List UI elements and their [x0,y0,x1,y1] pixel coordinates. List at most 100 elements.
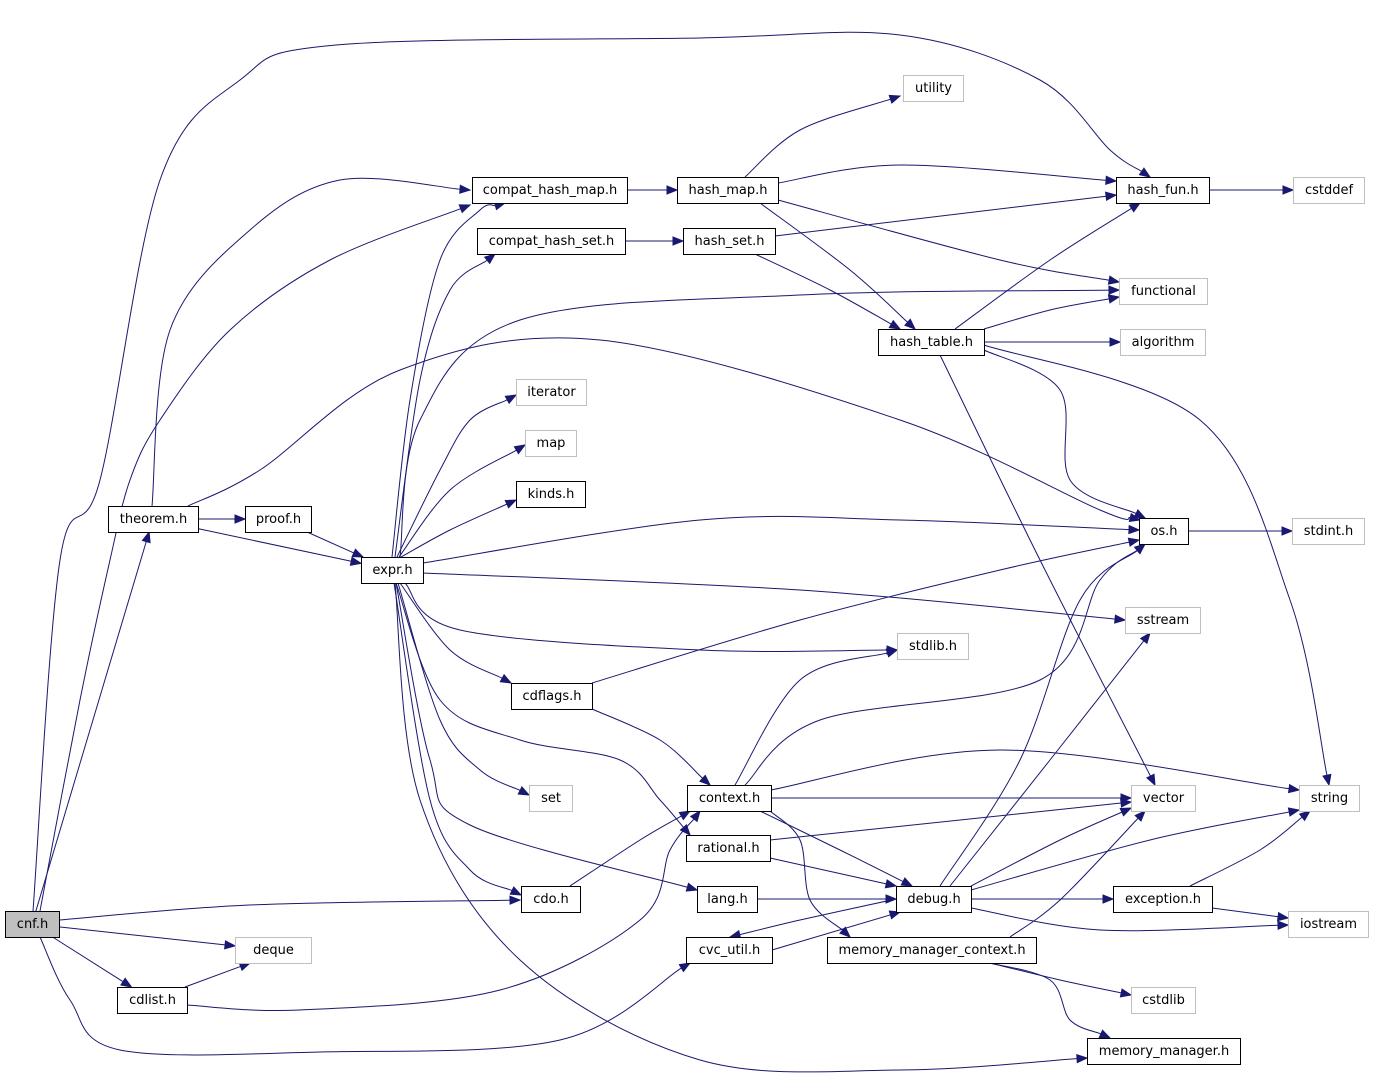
node-hash-table[interactable]: hash_table.h [878,329,985,356]
node-vector: vector [1131,785,1196,812]
edge-line [1189,816,1303,887]
arrowhead-icon [224,940,237,950]
edge-debug-to-cvc-util [728,898,897,940]
node-hash-set[interactable]: hash_set.h [683,228,776,255]
node-cdlist[interactable]: cdlist.h [117,987,188,1014]
edge-context-to-vector [771,793,1133,803]
edge-line [422,515,1130,564]
edge-cnf-to-cdo [58,895,522,921]
node-kinds[interactable]: kinds.h [516,481,586,508]
edge-rational-to-vector [769,798,1133,841]
edge-memory-manager-context-to-vector [1009,810,1146,938]
node-lang[interactable]: lang.h [697,886,758,913]
node-label: map [537,436,566,451]
node-box [897,633,969,660]
arrowhead-icon [1277,920,1290,931]
arrowhead-icon [1102,894,1115,904]
node-map: map [525,430,577,457]
edge-theorem-to-os [187,337,1142,523]
node-cstdlib: cstdlib [1131,987,1196,1014]
edge-line [404,582,888,652]
edge-line [399,582,503,679]
edge-expr-to-os [422,515,1141,564]
edge-expr-to-cdflags [399,582,513,684]
arrowhead-icon [1105,191,1118,201]
edge-expr-to-set [397,582,531,796]
node-box [1113,886,1213,913]
node-os[interactable]: os.h [1139,518,1189,545]
edge-os-to-stdint [1188,526,1294,536]
node-cvc-util[interactable]: cvc_util.h [686,937,773,964]
edge-proof-to-expr [306,531,365,558]
node-memory-manager-context[interactable]: memory_manager_context.h [827,937,1037,964]
node-iterator: iterator [516,379,587,406]
arrowhead-icon [1076,1053,1089,1064]
node-label: iterator [527,385,576,400]
node-box [361,557,424,584]
arrowhead-icon [839,926,851,938]
arrowhead-icon [504,499,518,509]
node-label: debug.h [907,892,960,907]
node-compat-hash-set[interactable]: compat_hash_set.h [477,228,626,255]
node-label: functional [1131,284,1196,299]
arrowhead-icon [458,204,472,214]
edge-line [949,640,1145,887]
node-label: theorem.h [120,512,187,527]
node-box [896,886,972,913]
edge-hash-table-to-os [983,349,1147,519]
edge-hash-set-to-hash-fun [774,191,1118,237]
arrowhead-icon [517,786,531,796]
node-label: compat_hash_map.h [483,183,618,198]
node-label: vector [1143,791,1185,806]
node-box [1288,911,1369,938]
edge-line [939,354,1151,777]
node-compat-hash-map[interactable]: compat_hash_map.h [472,177,628,204]
node-label: cdlist.h [129,993,176,1008]
edge-cdflags-to-os [591,537,1141,684]
edge-line [394,259,488,558]
edge-expr-to-memory-manager [394,582,1089,1073]
node-box [677,177,779,204]
node-theorem[interactable]: theorem.h [108,506,199,533]
arrowhead-icon [1276,911,1290,922]
edge-expr-to-rational [395,582,691,837]
edge-cdflags-to-context [591,708,712,786]
node-context[interactable]: context.h [687,785,772,812]
arrowhead-icon [483,253,497,265]
edge-line [759,202,908,323]
arrowhead-icon [513,444,527,455]
edge-line [395,582,684,828]
arrowhead-icon [141,530,151,544]
node-cdo[interactable]: cdo.h [521,886,581,913]
node-cnf[interactable]: cnf.h [5,911,60,938]
node-label: memory_manager.h [1099,1044,1229,1059]
edge-line [983,349,1137,514]
node-hash-fun[interactable]: hash_fun.h [1116,177,1210,204]
node-box [472,177,628,204]
node-hash-map[interactable]: hash_map.h [677,177,779,204]
node-proof[interactable]: proof.h [245,506,312,533]
arrowhead-icon [900,877,914,887]
arrowhead-icon [884,879,898,889]
arrowhead-icon [1281,526,1294,536]
node-memory-manager[interactable]: memory_manager.h [1087,1038,1241,1065]
node-stdint: stdint.h [1292,518,1365,545]
edge-line [197,528,352,562]
node-debug[interactable]: debug.h [896,886,972,913]
arrowhead-icon [1128,202,1142,213]
edge-theorem-to-expr [197,528,363,566]
arrowhead-icon [678,962,692,973]
node-expr[interactable]: expr.h [361,557,424,584]
node-box [1116,177,1210,204]
node-box [529,785,573,812]
edge-expr-to-kinds [400,499,518,558]
edge-line [939,550,1138,887]
node-cstddef: cstddef [1293,177,1365,204]
node-cdflags[interactable]: cdflags.h [511,683,593,710]
edge-expr-to-stdlib [404,582,899,655]
edge-hash-map-to-functional [777,199,1121,285]
node-rational[interactable]: rational.h [686,835,771,862]
arrowhead-icon [1127,537,1141,547]
node-functional: functional [1119,278,1208,305]
node-exception[interactable]: exception.h [1113,886,1213,913]
